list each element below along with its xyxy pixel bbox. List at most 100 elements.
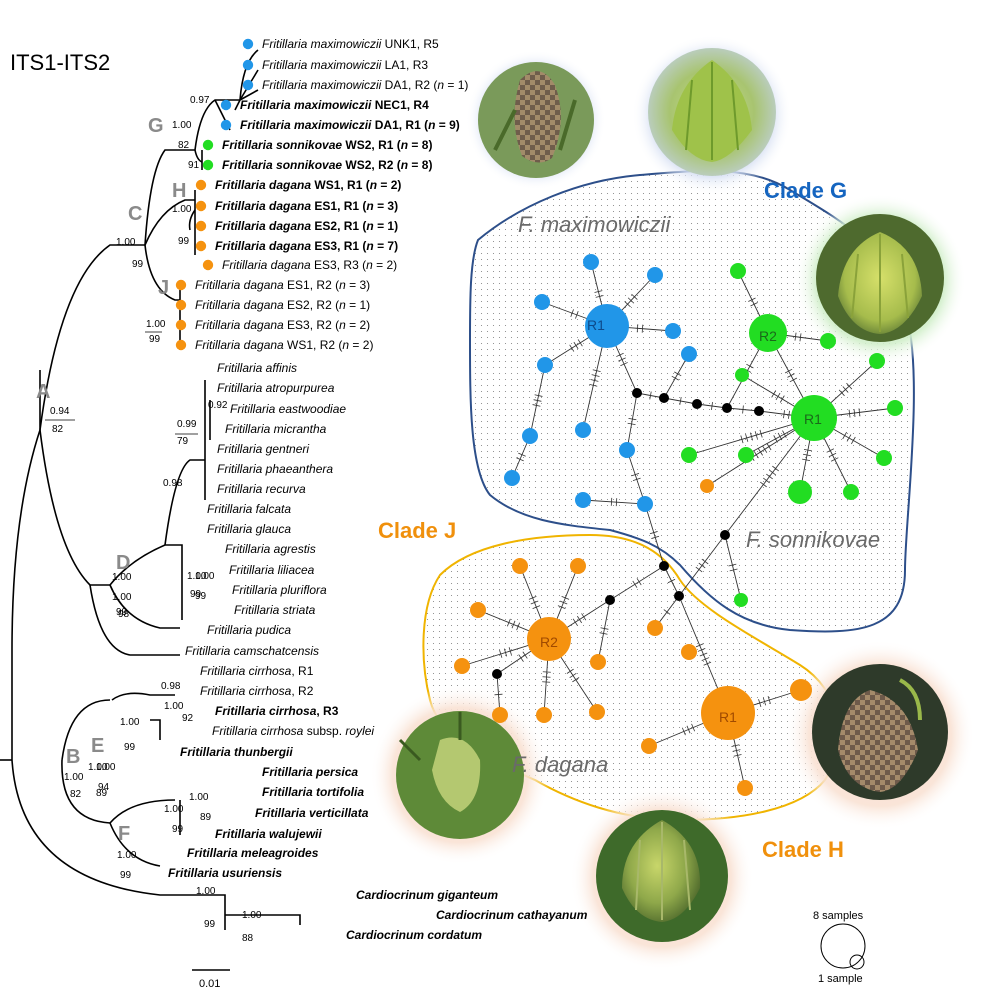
- legend-small-circle: [849, 954, 865, 970]
- mutation-tick: [600, 627, 609, 630]
- mutation-tick: [763, 477, 770, 484]
- support-value: 98: [118, 609, 130, 620]
- clade-letter-g: G: [148, 115, 164, 137]
- mutation-tick: [671, 375, 679, 381]
- support-value: 1.00: [242, 910, 262, 921]
- tip-dot: [202, 139, 214, 151]
- species-label-sonnikovae: F. sonnikovae: [746, 527, 880, 552]
- haplotype-node-dagana: [536, 707, 552, 723]
- mutation-tick: [762, 445, 768, 453]
- clade-letter-j: J: [158, 277, 169, 299]
- tip-dot: [242, 79, 254, 91]
- tree-tip-label: Fritillaria maximowiczii DA1, R2 (n = 1): [262, 78, 468, 92]
- mutation-tick: [760, 481, 767, 488]
- tree-tip-label: Fritillaria dagana WS1, R2 (n = 2): [195, 338, 373, 352]
- mutation-tick: [697, 647, 706, 652]
- mutation-tick: [518, 452, 526, 457]
- haplotype-node-dagana: [790, 679, 812, 701]
- mutation-tick: [740, 435, 744, 444]
- mutation-tick: [649, 531, 658, 535]
- mutation-tick: [518, 654, 524, 662]
- tree-tip-label: Fritillaria cirrhosa, R3: [215, 704, 339, 718]
- mutation-tick: [663, 609, 671, 615]
- tip-dot: [242, 59, 254, 71]
- hap-label-dag-r1: R1: [719, 709, 737, 725]
- tip-dot: [242, 38, 254, 50]
- mutation-tick: [732, 749, 741, 752]
- tree-branch: [144, 199, 195, 246]
- support-value: 0.98: [161, 681, 181, 692]
- tree-branch: [165, 544, 183, 620]
- support-value: 1.00: [117, 850, 137, 861]
- legend-large-circle: [820, 923, 866, 969]
- haplotype-node-maximowiczii: [583, 254, 599, 270]
- mutation-tick: [784, 368, 793, 374]
- haplotype-node-sonnikovae: [681, 447, 697, 463]
- haplotype-node-sonnikovae: [738, 447, 754, 463]
- haplotype-node-dagana: [641, 738, 657, 754]
- support-value: 79: [177, 436, 189, 447]
- photo-persica: [370, 685, 550, 865]
- tree-branch: [39, 244, 145, 431]
- support-value: 1.00: [172, 204, 192, 215]
- mutation-tick: [674, 371, 682, 377]
- mutation-tick: [858, 408, 861, 417]
- clade-letter-e: E: [91, 735, 104, 757]
- network-edge: [626, 392, 638, 451]
- mutation-tick: [572, 618, 578, 626]
- tree-tip-label: Fritillaria dagana ES3, R2 (n = 2): [195, 318, 370, 332]
- support-value: 94: [98, 782, 110, 793]
- mutation-tick: [753, 451, 759, 459]
- mutation-tick: [542, 676, 551, 678]
- tree-branch: [234, 99, 241, 111]
- mutation-tick: [534, 394, 543, 397]
- mutation-tick: [742, 405, 744, 414]
- support-value: 0.98: [163, 478, 183, 489]
- mutation-tick: [570, 309, 574, 318]
- tree-tip-label: Fritillaria cirrhosa subsp. roylei: [212, 724, 374, 738]
- mutation-tick: [772, 465, 779, 472]
- mutation-tick: [842, 386, 849, 393]
- mutation-tick: [771, 390, 777, 398]
- support-value: 82: [178, 140, 190, 151]
- tree-tip-label: Fritillaria affinis: [217, 361, 297, 375]
- tree-branch: [39, 429, 110, 586]
- mutation-tick: [590, 379, 599, 382]
- mutation-tick: [494, 693, 503, 696]
- tip-dot: [220, 119, 232, 131]
- mutation-tick: [789, 377, 798, 383]
- mutation-tick: [695, 643, 704, 648]
- mutation-tick: [628, 417, 637, 421]
- mutation-tick: [826, 448, 835, 453]
- tree-branch: [109, 822, 161, 867]
- network-edge: [724, 534, 742, 601]
- support-value: 0.94: [50, 406, 70, 417]
- mutation-tick: [595, 295, 604, 298]
- mutation-tick: [803, 448, 812, 452]
- tree-tip-labels: Fritillaria maximowiczii UNK1, R5Fritill…: [168, 37, 588, 942]
- tree-branch: [61, 699, 111, 761]
- tree-tip-label: Fritillaria tortifolia: [262, 785, 364, 799]
- mutation-tick: [728, 563, 737, 567]
- median-vector-node: [674, 591, 684, 601]
- support-value: 88: [242, 933, 254, 944]
- hap-label-son-r2: R2: [759, 328, 777, 344]
- mutation-tick: [559, 600, 568, 605]
- mutation-tick: [503, 648, 508, 657]
- mutation-tick: [783, 410, 785, 419]
- mutation-tick: [699, 652, 708, 657]
- haplotype-node-sonnikovae: [876, 450, 892, 466]
- scale-bar-label: 0.01: [199, 978, 220, 990]
- haplotype-node-maximowiczii: [681, 346, 697, 362]
- support-value: 1.00: [146, 319, 166, 330]
- mutation-tick: [691, 723, 696, 732]
- mutation-tick: [703, 661, 712, 666]
- tree-tip-label: Fritillaria usuriensis: [168, 866, 282, 880]
- mutation-tick: [667, 578, 676, 584]
- mutation-tick: [842, 431, 847, 440]
- tree-tip-label: Fritillaria liliacea: [229, 563, 315, 577]
- support-value: 99: [172, 824, 184, 835]
- tree-tip-label: Fritillaria verticillata: [255, 806, 369, 820]
- mutation-tick: [711, 401, 713, 411]
